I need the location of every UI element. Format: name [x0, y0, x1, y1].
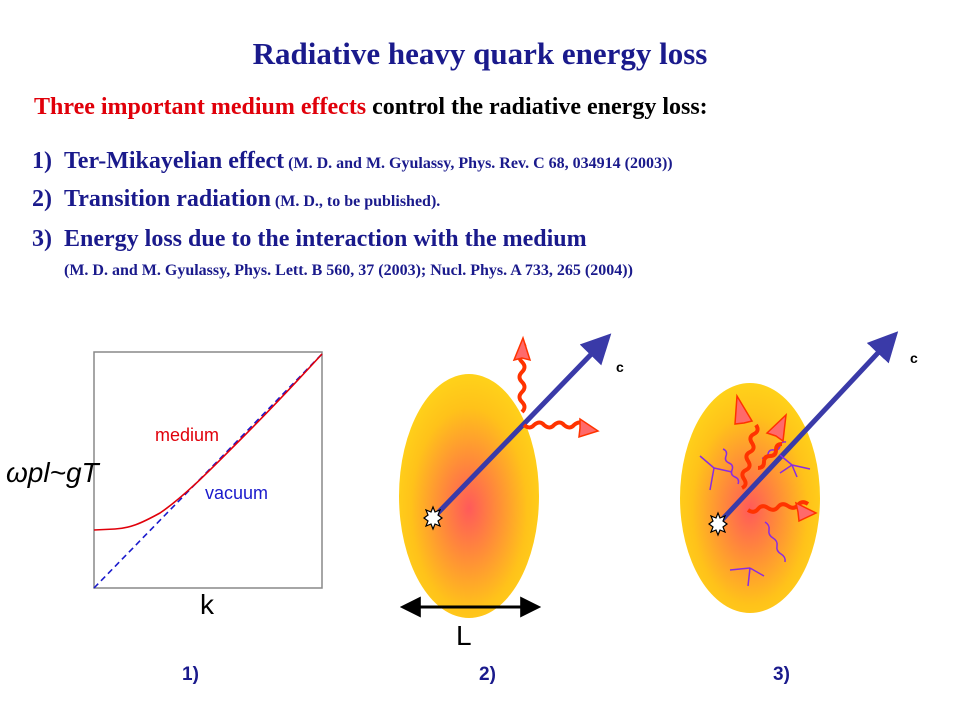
medium-curve	[93, 353, 323, 531]
effect-name: Energy loss due to the interaction with …	[64, 226, 587, 252]
effect-item-1: 1) Ter-Mikayelian effect (M. D. and M. Gy…	[32, 148, 673, 175]
gluon-arrow-icon	[765, 413, 787, 443]
exchange-line	[764, 521, 786, 563]
medium-interaction-diagram: c	[680, 331, 918, 613]
gluon-arrow-icon	[578, 417, 600, 439]
quark-track	[716, 331, 899, 526]
effect-number: 3)	[32, 226, 52, 252]
effect-item-3: 3) Energy loss due to the interaction wit…	[32, 226, 587, 253]
medium-blob	[399, 374, 539, 618]
subtitle-rest: control the radiative energy loss:	[366, 94, 708, 120]
effect-3-reference: (M. D. and M. Gyulassy, Phys. Lett. B 56…	[64, 262, 633, 279]
quark-label: c	[616, 359, 624, 375]
length-label: L	[456, 620, 472, 651]
vacuum-label: vacuum	[205, 483, 268, 503]
effect-number: 1)	[32, 148, 52, 174]
medium-blob	[680, 383, 820, 613]
panel-label-2: 2)	[479, 664, 496, 685]
x-axis-label: k	[200, 589, 215, 620]
gluon-arrow-icon	[794, 501, 818, 523]
effect-number: 2)	[32, 186, 52, 212]
panel-label-3: 3)	[773, 664, 790, 685]
effect-reference: (M. D., to be published).	[270, 193, 441, 210]
gluon-arrow-icon	[734, 393, 754, 425]
subtitle: Three important medium effects control t…	[34, 94, 708, 121]
panel-label-1: 1)	[182, 664, 199, 685]
subtitle-highlight: Three important medium effects	[34, 94, 367, 120]
gluon-line	[740, 423, 760, 490]
effect-item-2: 2) Transition radiation (M. D., to be pub…	[32, 186, 440, 213]
gluon-arrow-icon	[512, 335, 532, 362]
effect-name: Ter-Mikayelian effect	[64, 148, 285, 174]
medium-label: medium	[155, 425, 219, 445]
quark-track	[431, 333, 612, 520]
gluon-line	[757, 442, 783, 470]
gluon-line	[522, 420, 586, 430]
quark-label: c	[910, 350, 918, 366]
effect-reference: (M. D. and M. Gyulassy, Phys. Rev. C 68,…	[284, 155, 673, 172]
exchange-line	[722, 448, 740, 485]
scattering-center	[699, 455, 733, 491]
y-axis-label: ωpl~gT	[6, 457, 101, 488]
scattering-center	[779, 454, 811, 478]
dispersion-plot: medium vacuum ωpl~gT k	[6, 351, 323, 620]
production-point-icon	[423, 505, 443, 531]
scattering-center	[729, 567, 765, 587]
effect-name: Transition radiation	[64, 186, 271, 212]
slide-title: Radiative heavy quark energy loss	[252, 36, 708, 71]
production-point-icon	[708, 511, 728, 537]
transition-radiation-diagram: c L	[399, 333, 624, 651]
